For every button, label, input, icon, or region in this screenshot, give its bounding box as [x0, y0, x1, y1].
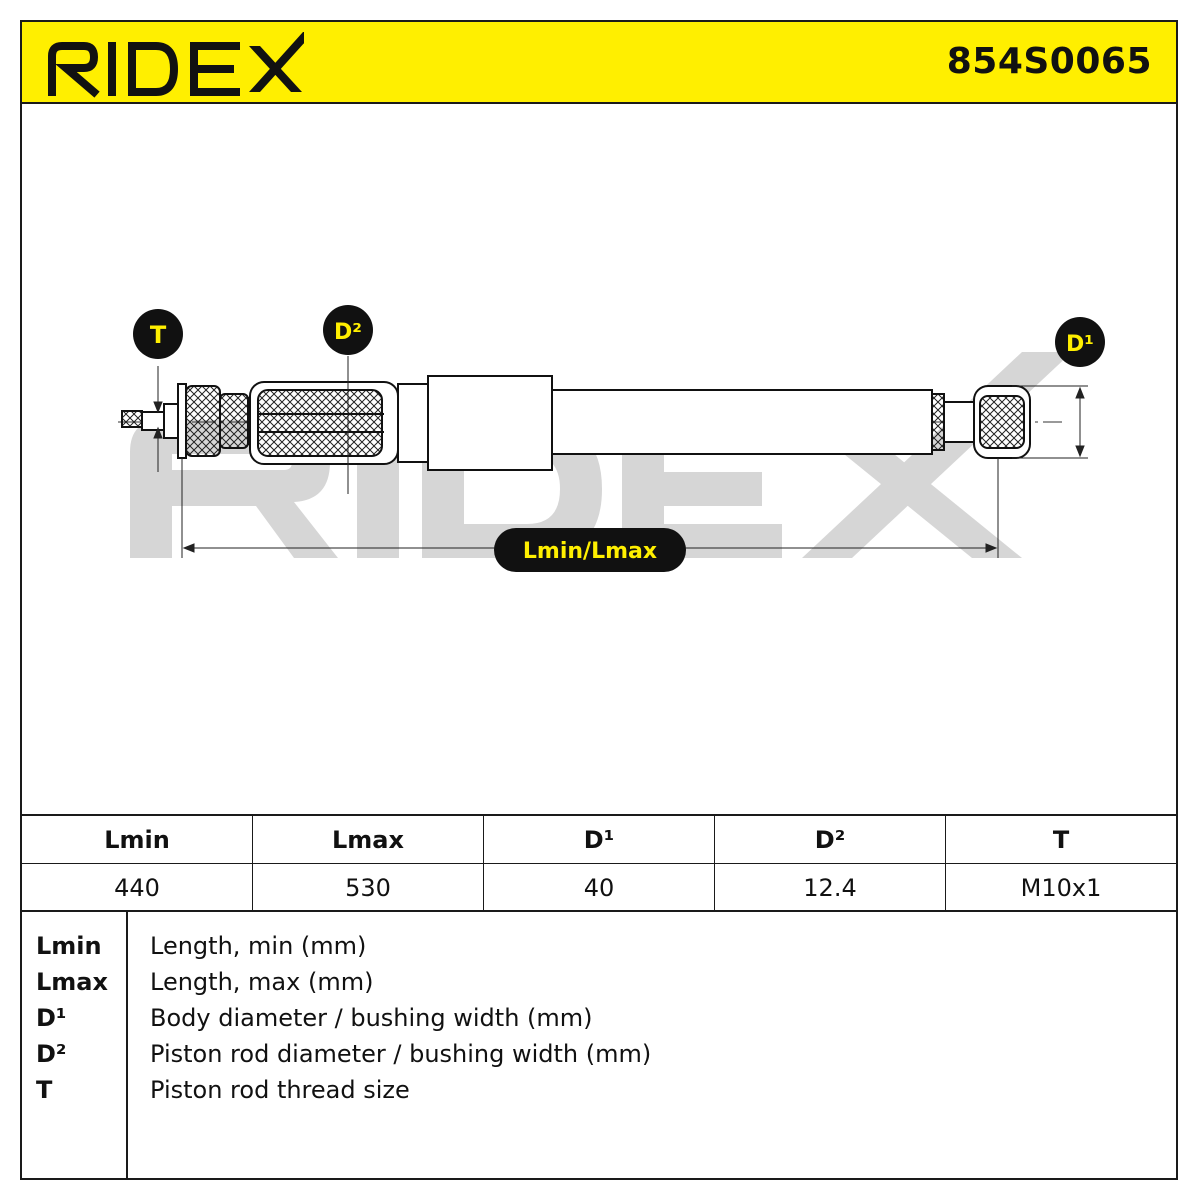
legend-row: Lmin Length, min (mm) [22, 928, 1176, 964]
d1-badge: D¹ [1055, 317, 1105, 367]
ridex-logo [48, 32, 304, 98]
d2-badge: D² [323, 305, 373, 355]
header-t: T [1052, 825, 1070, 854]
legend-desc: Piston rod thread size [150, 1076, 410, 1104]
part-number: 854S0065 [946, 41, 1152, 82]
legend: Lmin Length, min (mm) Lmax Length, max (… [22, 912, 1176, 1180]
legend-row: D² Piston rod diameter / bushing width (… [22, 1036, 1176, 1072]
value-t: M10x1 [1020, 873, 1102, 902]
t-dimension [153, 366, 163, 472]
legend-key: Lmin [36, 932, 102, 960]
legend-row: Lmax Length, max (mm) [22, 964, 1176, 1000]
legend-row: D¹ Body diameter / bushing width (mm) [22, 1000, 1176, 1036]
spec-table-header: Lmin Lmax D¹ D² T [22, 816, 1176, 864]
header-lmax: Lmax [253, 816, 484, 863]
header-lmin: Lmin [22, 816, 253, 863]
value-d2: 12.4 [715, 864, 946, 911]
legend-key: Lmax [36, 968, 108, 996]
header-d2: D² [715, 816, 946, 863]
d2-label: D² [334, 320, 362, 345]
d1-dimension [1012, 385, 1088, 459]
length-label: Lmin/Lmax [523, 539, 657, 564]
legend-key: T [36, 1076, 53, 1104]
lower-eye-bushing [973, 385, 1031, 459]
damper-body [551, 389, 975, 455]
t-label: T [150, 321, 167, 349]
legend-key: D² [36, 1040, 67, 1068]
legend-desc: Length, min (mm) [150, 932, 367, 960]
mounting-nuts [177, 383, 257, 459]
header-bar: 854S0065 [22, 22, 1176, 104]
legend-desc: Piston rod diameter / bushing width (mm) [150, 1040, 652, 1068]
d1-label: D¹ [1066, 332, 1094, 357]
legend-key: D¹ [36, 1004, 67, 1032]
datasheet-frame: 854S0065 [20, 20, 1178, 1180]
protective-tube [397, 375, 553, 471]
dust-boot [249, 381, 399, 465]
value-lmax: 530 [253, 864, 484, 911]
legend-desc: Length, max (mm) [150, 968, 374, 996]
header-d1: D¹ [484, 816, 715, 863]
legend-row: T Piston rod thread size [22, 1072, 1176, 1108]
legend-desc: Body diameter / bushing width (mm) [150, 1004, 593, 1032]
t-badge: T [133, 309, 183, 359]
thread-stud [121, 403, 183, 439]
value-d1: 40 [484, 864, 715, 911]
length-badge: Lmin/Lmax [494, 528, 686, 572]
spec-table: Lmin Lmax D¹ D² T 440 530 40 12.4 M10x1 [22, 814, 1176, 912]
spec-table-values: 440 530 40 12.4 M10x1 [22, 864, 1176, 911]
value-lmin: 440 [22, 864, 253, 911]
shock-absorber-drawing: T D² D¹ Lmin/Lmax [118, 305, 1105, 572]
legend-divider [126, 912, 128, 1180]
